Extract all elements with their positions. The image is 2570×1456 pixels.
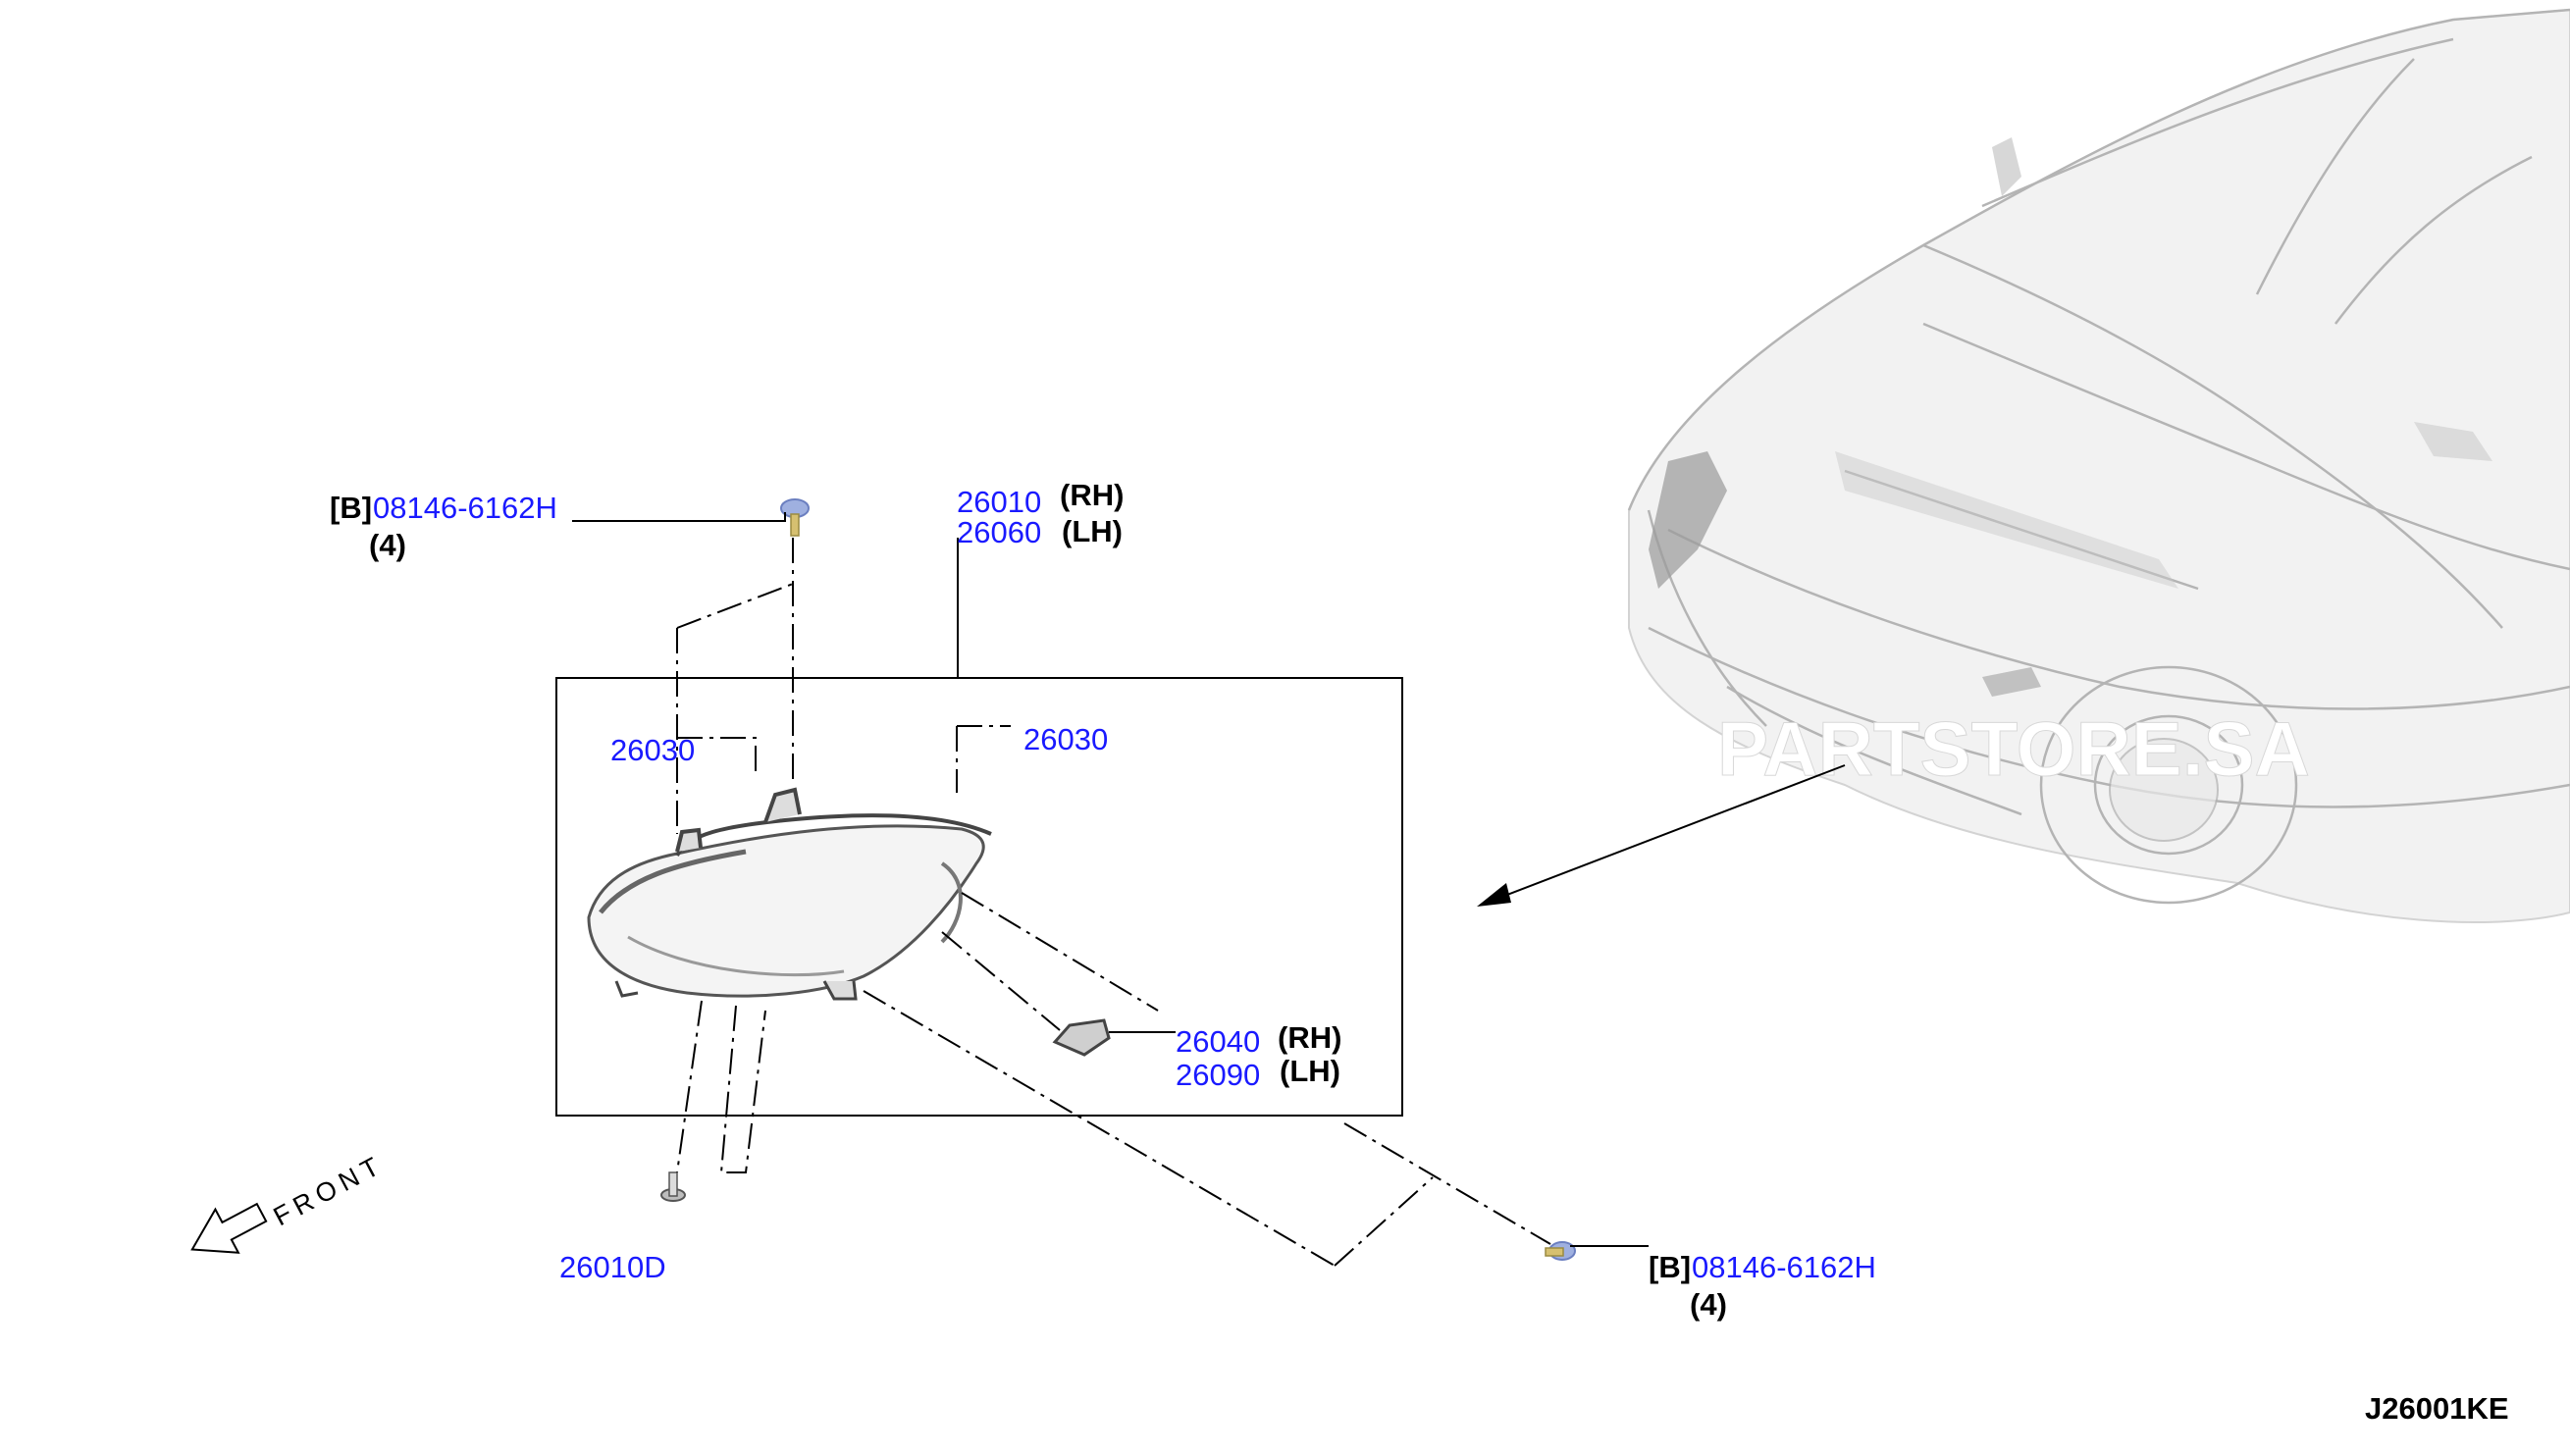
leader-lines — [572, 512, 1649, 1247]
bracket-right-part-number[interactable]: 26030 — [1023, 722, 1108, 756]
bolt-part-number[interactable]: 26010D — [559, 1250, 666, 1284]
bolt-icon — [660, 1171, 686, 1202]
screw-icon — [1545, 1241, 1576, 1261]
screw-bottom-qty: (4) — [1690, 1287, 1727, 1322]
lamp-lh-part-number[interactable]: 26060 — [957, 515, 1041, 549]
bracket-left-part-number[interactable]: 26030 — [610, 733, 695, 767]
pointer-arrow — [1477, 764, 1846, 907]
watermark-text: PARTSTORE.SA — [1717, 705, 2310, 792]
bulb-lh-part-number[interactable]: 26090 — [1176, 1058, 1260, 1092]
bulb-rh-side: (RH) — [1278, 1020, 1341, 1055]
reference-lines — [676, 538, 1551, 1267]
assembly-box — [555, 677, 1403, 1117]
screw-top-qty: (4) — [369, 528, 406, 562]
lamp-rh-side: (RH) — [1060, 478, 1124, 512]
lamp-lh-side: (LH) — [1062, 514, 1123, 548]
headlamp-assembly — [587, 787, 992, 1001]
screw-top-part-number[interactable]: 08146-6162H — [373, 491, 557, 525]
screw-bottom-bracket: [B] — [1649, 1250, 1691, 1284]
bulb-socket — [1052, 1018, 1111, 1057]
screw-top-bracket: [B] — [330, 491, 372, 525]
lamp-rh-part-number[interactable]: 26010 — [957, 485, 1041, 519]
front-arrow-icon — [190, 1202, 268, 1254]
screw-icon — [780, 498, 810, 537]
bulb-lh-side: (LH) — [1280, 1054, 1340, 1088]
screw-bottom-part-number[interactable]: 08146-6162H — [1692, 1250, 1876, 1284]
front-label: FRONT — [269, 1149, 390, 1231]
diagram-code: J26001KE — [2365, 1391, 2509, 1426]
bulb-rh-part-number[interactable]: 26040 — [1176, 1024, 1260, 1059]
car-illustration — [1627, 8, 2570, 923]
